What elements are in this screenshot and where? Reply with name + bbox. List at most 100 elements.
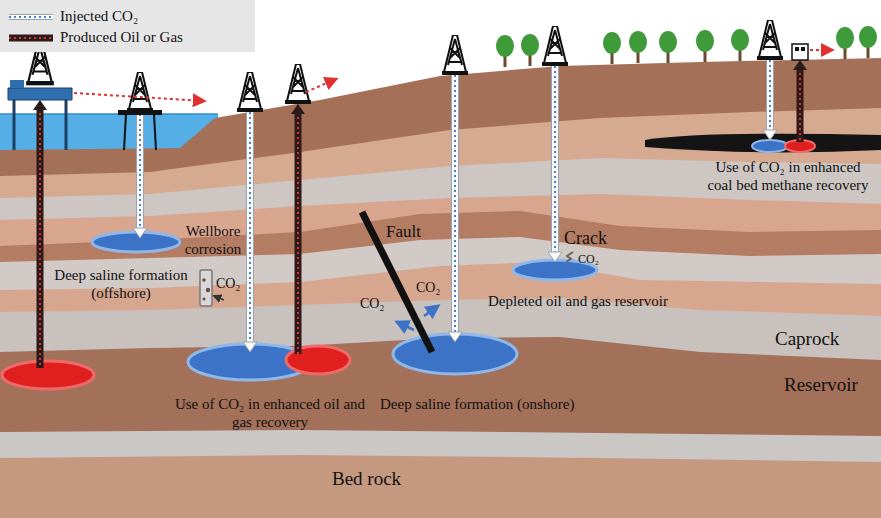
rock-layers [0, 430, 881, 518]
corroded-wellbore [200, 270, 212, 306]
legend-sample [9, 14, 53, 20]
hazard-label: Fault [386, 222, 421, 242]
injection-well [448, 332, 462, 342]
injection-well [767, 60, 773, 132]
production-well [793, 60, 807, 70]
rock-layers [0, 58, 881, 518]
injection-well [247, 112, 253, 344]
tree [836, 27, 854, 49]
drilling-rig [542, 26, 568, 66]
product-flow-arrow [306, 79, 336, 92]
injection-well [554, 66, 556, 254]
injection-well [451, 75, 459, 334]
gas-label: CO₂ [578, 252, 599, 266]
injection-well [246, 112, 254, 344]
production-well [39, 108, 41, 368]
rock-layers [0, 262, 881, 518]
production-well [291, 104, 305, 114]
production-well [799, 68, 801, 142]
injection-well [452, 75, 458, 334]
offshore-platform [13, 100, 16, 150]
corroded-wellbore [202, 278, 206, 282]
gas-label: CO₂ [360, 296, 384, 313]
crack [566, 252, 573, 262]
storage-site-label: Deep saline formation (offshore) [48, 266, 194, 302]
injection-well [133, 60, 777, 352]
injection-well [551, 66, 559, 254]
storage-site-label: Use of CO₂ in enhanced coal bed methane … [704, 158, 872, 194]
injection-well [137, 114, 143, 230]
legend-sample [9, 34, 53, 41]
legend-panel [0, 0, 255, 52]
drilling-rig [237, 72, 263, 112]
production-well [33, 100, 47, 110]
tree [659, 31, 677, 53]
injection-well [769, 60, 771, 132]
injection-well [552, 66, 558, 254]
injection-well [133, 228, 147, 238]
production-well [295, 112, 302, 354]
rock-layers [0, 237, 881, 518]
legend-sample [9, 37, 53, 39]
storage-site-label: Use of CO₂ in enhanced oil and gas recov… [170, 395, 370, 431]
production-well [37, 108, 44, 368]
offshore-rig [127, 72, 153, 112]
legend-sample [8, 12, 54, 22]
hazard-label: Crack [564, 228, 607, 250]
drilling-rig [285, 64, 311, 104]
tree [521, 34, 539, 56]
hazard-label: Wellbore corrosion [181, 222, 245, 258]
legend-sample [9, 15, 53, 19]
product-flow-arrow [74, 93, 204, 101]
legend-panel [0, 0, 255, 52]
injection-well [243, 342, 257, 352]
tree [696, 30, 714, 52]
oil-gas-pools [2, 361, 94, 389]
offshore-platform [8, 43, 72, 150]
oil-gas-pools [2, 140, 815, 389]
injection-well [136, 114, 144, 230]
legend-sample [9, 16, 53, 18]
gas-station-building [792, 44, 808, 60]
legend-sample [9, 35, 53, 40]
offshore-rig [124, 114, 126, 150]
co2-plumes [92, 232, 180, 252]
corroded-wellbore [203, 298, 206, 301]
drilling-rig [757, 20, 783, 60]
injection-well [766, 60, 774, 132]
drilling-rig [442, 35, 468, 75]
tree [603, 32, 621, 54]
offshore-platform [10, 80, 24, 88]
coal-seam [645, 134, 881, 153]
co2-plumes [752, 140, 788, 152]
co2-plumes [92, 140, 788, 380]
gas-station-building [795, 47, 799, 51]
coal-seam [645, 134, 881, 153]
drilling-rig [237, 20, 783, 112]
layer-label: Caprock [775, 328, 839, 351]
legend-text: Produced Oil or Gas [60, 29, 183, 46]
offshore-platform [8, 88, 72, 100]
leak-arrows [397, 306, 438, 330]
tree [496, 26, 877, 67]
tree [629, 31, 647, 53]
storage-site-label: Deep saline formation (onshore) [380, 395, 575, 413]
storage-site-label: Depleted oil and gas reservoir [488, 292, 668, 310]
tree [731, 29, 749, 51]
gas-label: CO₂ [416, 280, 440, 297]
layer-label: Reservoir [784, 374, 858, 397]
gas-station-building [801, 47, 805, 51]
offshore-platform [65, 100, 68, 150]
legend-text: Injected CO₂ [60, 8, 138, 25]
crack [566, 252, 573, 262]
rock-layers [0, 298, 881, 518]
product-flow-arrow [810, 49, 832, 51]
gas-label: CO₂ [216, 276, 240, 293]
injection-well [763, 130, 777, 140]
product-flow-arrow [74, 50, 832, 101]
injection-well [454, 75, 456, 334]
